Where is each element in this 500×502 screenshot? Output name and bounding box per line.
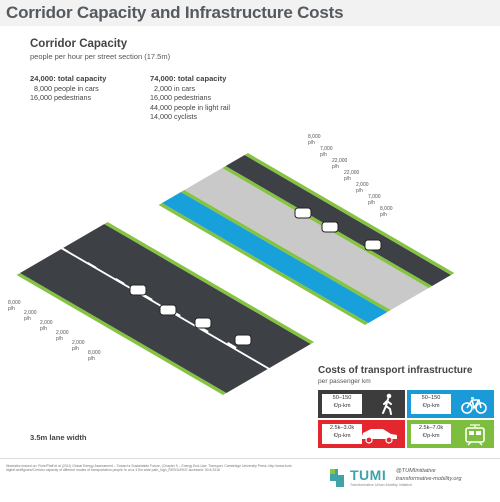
cost-unit: €/p-km xyxy=(333,403,351,409)
flow-label: 22,000 xyxy=(332,158,348,164)
cost-value: 2.5k–7.0k xyxy=(418,425,444,431)
car-icon xyxy=(234,334,252,346)
cost-unit: €/p-km xyxy=(422,433,440,439)
capacity-subtitle: people per hour per street section (17.5… xyxy=(30,52,171,61)
cost-tile-car: 2.5k–3.0k €/p-km xyxy=(318,420,405,448)
lane-marking xyxy=(227,342,237,349)
flow-label: 2,000 xyxy=(40,320,53,326)
flow-label: p/h xyxy=(344,176,351,182)
left-line: 8,000 people in cars xyxy=(34,83,99,93)
car-icon xyxy=(294,207,312,219)
footer-divider xyxy=(0,458,500,459)
car-icon xyxy=(361,429,397,444)
lane-marking xyxy=(143,294,153,301)
right-line: 14,000 cyclists xyxy=(150,112,198,121)
flow-label: p/h xyxy=(24,316,31,322)
tumi-logo-icon xyxy=(330,469,344,487)
bicycle-icon xyxy=(461,397,487,414)
right-street-strip xyxy=(180,190,391,312)
source-credit: Illustration based on: Rohr/Pfaff et al … xyxy=(6,464,293,473)
walking-icon xyxy=(382,393,392,415)
car-icon xyxy=(194,317,212,329)
left-street-strip xyxy=(16,273,227,395)
costs-subtitle: per passenger km xyxy=(318,378,371,385)
cost-tag: 2.5k–3.0k €/p-km xyxy=(322,424,362,444)
car-icon xyxy=(364,239,382,251)
flow-label: 8,000 xyxy=(308,134,321,140)
flow-label: p/h xyxy=(56,336,63,342)
cost-unit: €/p-km xyxy=(333,433,351,439)
left-street-strip xyxy=(63,224,311,368)
flow-label: 7,000 xyxy=(368,194,381,200)
right-total: 74,000: total capacity xyxy=(150,74,227,83)
flow-label: 8,000 xyxy=(380,206,393,212)
tram-icon xyxy=(465,424,485,446)
left-street-strip xyxy=(20,249,268,393)
flow-label: p/h xyxy=(308,140,315,146)
right-capacity-block: 74,000: total capacity 2,000 in cars 16,… xyxy=(150,74,230,122)
flow-label: p/h xyxy=(332,164,339,170)
lane-marking xyxy=(59,246,69,253)
cost-tile-bicycle: 50–150 €/p-km xyxy=(407,390,494,418)
right-line: 2,000 in cars xyxy=(154,83,196,93)
flow-label: 2,000 xyxy=(356,182,369,188)
left-capacity-block: 24,000: total capacity 8,000 people in c… xyxy=(30,74,106,103)
flow-label: p/h xyxy=(72,346,79,352)
tumi-handle[interactable]: @TUMIinitiative xyxy=(396,468,436,474)
tumi-contact: @TUMIinitiative transformative-mobility.… xyxy=(396,467,462,483)
left-street-strip xyxy=(107,217,323,342)
flow-label: 2,000 xyxy=(24,310,37,316)
flow-label: p/h xyxy=(368,200,375,206)
car-icon xyxy=(159,304,177,316)
left-street-strip xyxy=(104,222,315,344)
right-street-strip xyxy=(162,192,388,323)
capacity-title: Corridor Capacity xyxy=(30,38,128,50)
flow-label: 22,000 xyxy=(344,170,360,176)
title-bar xyxy=(0,0,500,26)
lane-marking xyxy=(115,278,125,285)
tumi-tagline: Transformative Urban Mobility Initiative xyxy=(350,483,412,487)
cost-unit: €/p-km xyxy=(422,403,440,409)
page-title: Corridor Capacity and Infrastructure Cos… xyxy=(6,3,344,22)
flow-label: 2,000 xyxy=(72,340,85,346)
car-icon xyxy=(129,284,147,296)
flow-label: p/h xyxy=(356,188,363,194)
left-street-strip xyxy=(8,275,223,400)
flow-label: 2,000 xyxy=(56,330,69,336)
flow-label: p/h xyxy=(40,326,47,332)
street-scene: 8,000p/h7,000p/h22,000p/h22,000p/h2,000p… xyxy=(8,134,464,400)
flow-label: p/h xyxy=(380,212,387,218)
cost-value: 2.5k–3.0k xyxy=(329,425,355,431)
left-total: 24,000: total capacity xyxy=(30,74,107,83)
flow-label: p/h xyxy=(320,152,327,158)
tumi-wordmark: TUMI xyxy=(350,467,387,483)
lane-marking xyxy=(86,262,97,269)
flow-label: p/h xyxy=(8,306,15,312)
cost-tag: 50–150 €/p-km xyxy=(322,394,362,414)
flow-label: 8,000 xyxy=(88,350,101,356)
cost-tile-walking: 50–150 €/p-km xyxy=(318,390,405,418)
right-street-strip xyxy=(184,168,429,310)
right-line: 44,000 people in light rail xyxy=(150,102,230,112)
flow-label: 7,000 xyxy=(320,146,333,152)
left-line: 16,000 pedestrians xyxy=(30,93,92,102)
tumi-site[interactable]: transformative-mobility.org xyxy=(396,476,462,482)
cost-tag: 50–150 €/p-km xyxy=(411,394,451,414)
car-icon xyxy=(321,221,339,233)
costs-title: Costs of transport infrastructure xyxy=(318,365,473,376)
cost-value: 50–150 xyxy=(421,395,441,401)
flow-label: 8,000 xyxy=(8,300,21,306)
lane-width-label: 3.5m lane width xyxy=(30,433,87,442)
cost-value: 50–150 xyxy=(332,395,352,401)
right-street-strip xyxy=(150,205,365,330)
cost-tile-tram: 2.5k–7.0k €/p-km xyxy=(407,420,494,448)
right-line: 16,000 pedestrians xyxy=(150,93,212,102)
right-street-strip xyxy=(158,203,369,325)
right-street-strip xyxy=(244,153,455,275)
right-street-strip xyxy=(248,148,464,273)
right-street-strip xyxy=(225,155,451,286)
cost-tag: 2.5k–7.0k €/p-km xyxy=(411,424,451,444)
flow-label: p/h xyxy=(88,356,95,362)
